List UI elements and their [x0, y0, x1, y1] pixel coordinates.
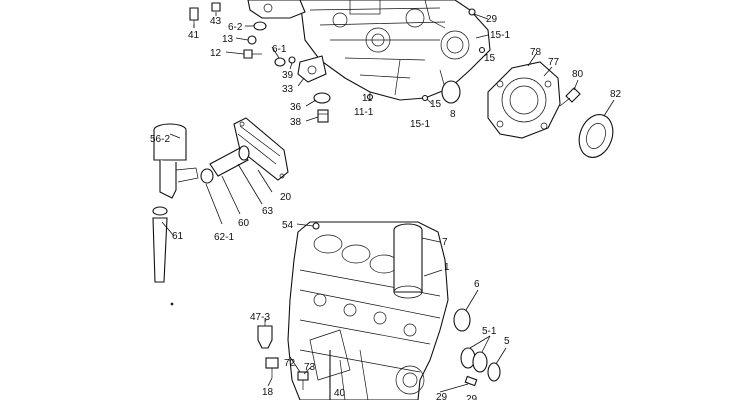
- leader-lines: [161, 12, 615, 393]
- oring-6: [453, 308, 471, 332]
- bolt-43: [211, 2, 221, 12]
- label-1: 1: [444, 262, 450, 273]
- label-5: 5: [504, 336, 510, 347]
- oring-6-2: [253, 21, 267, 31]
- label-6-1: 6-1: [272, 44, 287, 55]
- label-82: 82: [610, 89, 622, 100]
- label-56-2: 56-2: [150, 134, 170, 145]
- label-41: 41: [188, 30, 200, 41]
- bolt-73: [297, 371, 309, 390]
- thermostat-cover-33: [297, 55, 327, 83]
- cylinder-liner-7: [393, 223, 423, 299]
- label-13: 13: [222, 34, 234, 45]
- label-29-c: 29: [466, 394, 478, 400]
- nut-15-b: [478, 46, 486, 54]
- label-15-b: 15: [484, 53, 496, 64]
- plug-18: [265, 357, 279, 378]
- label-73: 73: [304, 362, 316, 373]
- label-7: 7: [442, 237, 448, 248]
- label-40: 40: [334, 388, 346, 399]
- label-11-1: 11-1: [354, 107, 374, 118]
- label-39: 39: [282, 70, 294, 81]
- label-38: 38: [290, 117, 302, 128]
- upper-left-bracket: [247, 0, 306, 19]
- label-6: 6: [474, 279, 480, 290]
- part-labels: 41 43 6-2 13 12 6-1 39 33 36 38 11 11-1 …: [150, 14, 622, 400]
- label-33: 33: [282, 84, 294, 95]
- label-60: 60: [238, 218, 250, 229]
- cover-8: [441, 80, 461, 104]
- speck: [170, 302, 174, 306]
- label-80: 80: [572, 69, 584, 80]
- label-20: 20: [280, 192, 292, 203]
- label-61: 61: [172, 231, 184, 242]
- label-43: 43: [210, 16, 222, 27]
- label-8: 8: [450, 109, 456, 120]
- label-29-b: 29: [436, 392, 448, 400]
- washer-13: [247, 35, 257, 45]
- gear-case-housing: [299, 0, 491, 101]
- label-36: 36: [290, 102, 302, 113]
- cylinder-block-1: [287, 221, 449, 400]
- label-15: 15: [430, 99, 442, 110]
- hose-61: [152, 206, 168, 283]
- label-78: 78: [530, 47, 542, 58]
- oring-5-1-b: [472, 351, 488, 373]
- label-15-1: 15-1: [410, 119, 430, 130]
- label-18: 18: [262, 387, 274, 398]
- bolt-12: [243, 49, 262, 59]
- label-15-1-b: 15-1: [490, 30, 510, 41]
- bolt-80: [559, 87, 581, 107]
- label-47-3: 47-3: [250, 312, 270, 323]
- label-62-1: 62-1: [214, 232, 234, 243]
- label-77: 77: [548, 57, 560, 68]
- oring-6-1: [274, 57, 286, 67]
- oil-seal-case-78: [487, 61, 561, 139]
- clamp-62-1: [200, 168, 214, 184]
- bolt-29: [468, 8, 476, 16]
- label-6-2: 6-2: [228, 22, 243, 33]
- ring-36: [313, 92, 331, 104]
- label-63: 63: [262, 206, 274, 217]
- pin-29: [464, 375, 478, 387]
- nut-15: [421, 94, 429, 102]
- bolt-39: [288, 56, 296, 64]
- plug-38: [317, 109, 329, 123]
- label-54: 54: [282, 220, 294, 231]
- plug-54: [312, 222, 320, 230]
- label-5-1: 5-1: [482, 326, 497, 337]
- label-11: 11: [362, 93, 373, 104]
- label-72: 72: [284, 358, 296, 369]
- oil-seal-82: [578, 114, 614, 158]
- oring-5: [487, 362, 501, 382]
- breather-pipe-60: [209, 145, 250, 177]
- label-29: 29: [486, 14, 498, 25]
- label-12: 12: [210, 48, 222, 59]
